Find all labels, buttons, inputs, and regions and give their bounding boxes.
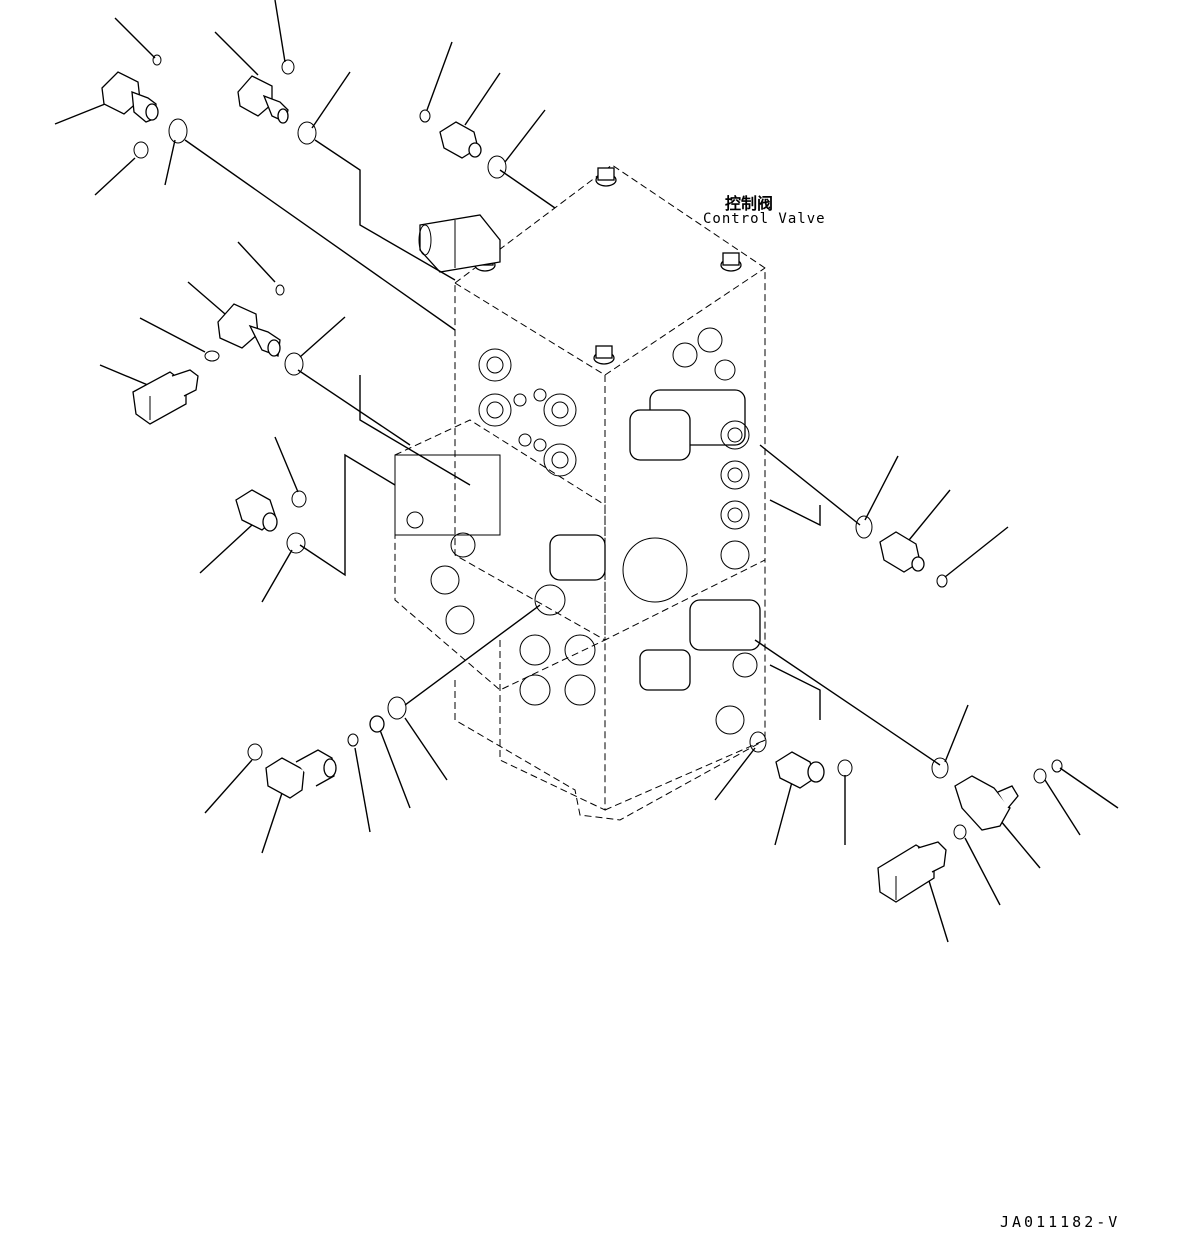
lower-left-block bbox=[394, 454, 606, 706]
elbow-fitting-bottom-left bbox=[265, 749, 337, 799]
adapter-right bbox=[879, 531, 925, 573]
o-ring bbox=[281, 59, 295, 75]
o-ring bbox=[419, 109, 431, 123]
o-ring bbox=[487, 155, 507, 179]
o-ring bbox=[284, 352, 304, 376]
elbow-fitting-bottom-right bbox=[954, 775, 1019, 831]
o-ring bbox=[837, 759, 853, 777]
control-valve-label-cn: 控制阀 bbox=[725, 194, 774, 213]
o-ring bbox=[247, 743, 263, 761]
elbow-sensor-top-left bbox=[101, 71, 159, 123]
o-ring bbox=[749, 731, 767, 753]
o-ring bbox=[297, 121, 317, 145]
sensor-connector-mid bbox=[132, 369, 199, 425]
plug-small bbox=[369, 715, 385, 733]
top-bolt-2 bbox=[720, 252, 742, 272]
o-ring bbox=[387, 696, 407, 720]
drawing-number: JA011182-V bbox=[1000, 1213, 1121, 1231]
top-bolt-1 bbox=[595, 167, 617, 187]
o-ring bbox=[1033, 768, 1047, 784]
o-ring bbox=[291, 490, 307, 508]
o-ring bbox=[204, 350, 220, 362]
control-valve-label-en: Control Valve bbox=[703, 211, 826, 227]
right-face-solenoids bbox=[622, 327, 761, 735]
o-ring bbox=[133, 141, 149, 159]
connection-lines bbox=[184, 139, 941, 766]
o-ring bbox=[275, 284, 285, 296]
pressure-switch-top bbox=[237, 75, 289, 124]
left-face-ports bbox=[478, 348, 577, 477]
control-valve-body bbox=[394, 164, 766, 821]
o-ring bbox=[286, 532, 306, 554]
top-bolt-4 bbox=[593, 345, 615, 365]
fittings bbox=[101, 71, 1019, 903]
elbow-fitting-left bbox=[235, 489, 278, 532]
sensor-connector-bottom-right bbox=[877, 841, 947, 903]
o-rings bbox=[133, 54, 1063, 840]
o-ring bbox=[347, 733, 359, 747]
fitting-bottom-center bbox=[775, 751, 825, 789]
o-ring bbox=[855, 515, 873, 539]
o-ring bbox=[152, 54, 162, 66]
o-ring bbox=[168, 118, 188, 144]
callout-leaders bbox=[54, 0, 1119, 943]
adapter-top bbox=[439, 121, 482, 159]
pressure-switch-mid bbox=[217, 303, 281, 357]
o-ring bbox=[953, 824, 967, 840]
o-ring bbox=[1051, 759, 1063, 773]
o-ring bbox=[931, 757, 949, 779]
o-ring bbox=[936, 574, 948, 588]
upper-cylinder bbox=[418, 214, 501, 273]
